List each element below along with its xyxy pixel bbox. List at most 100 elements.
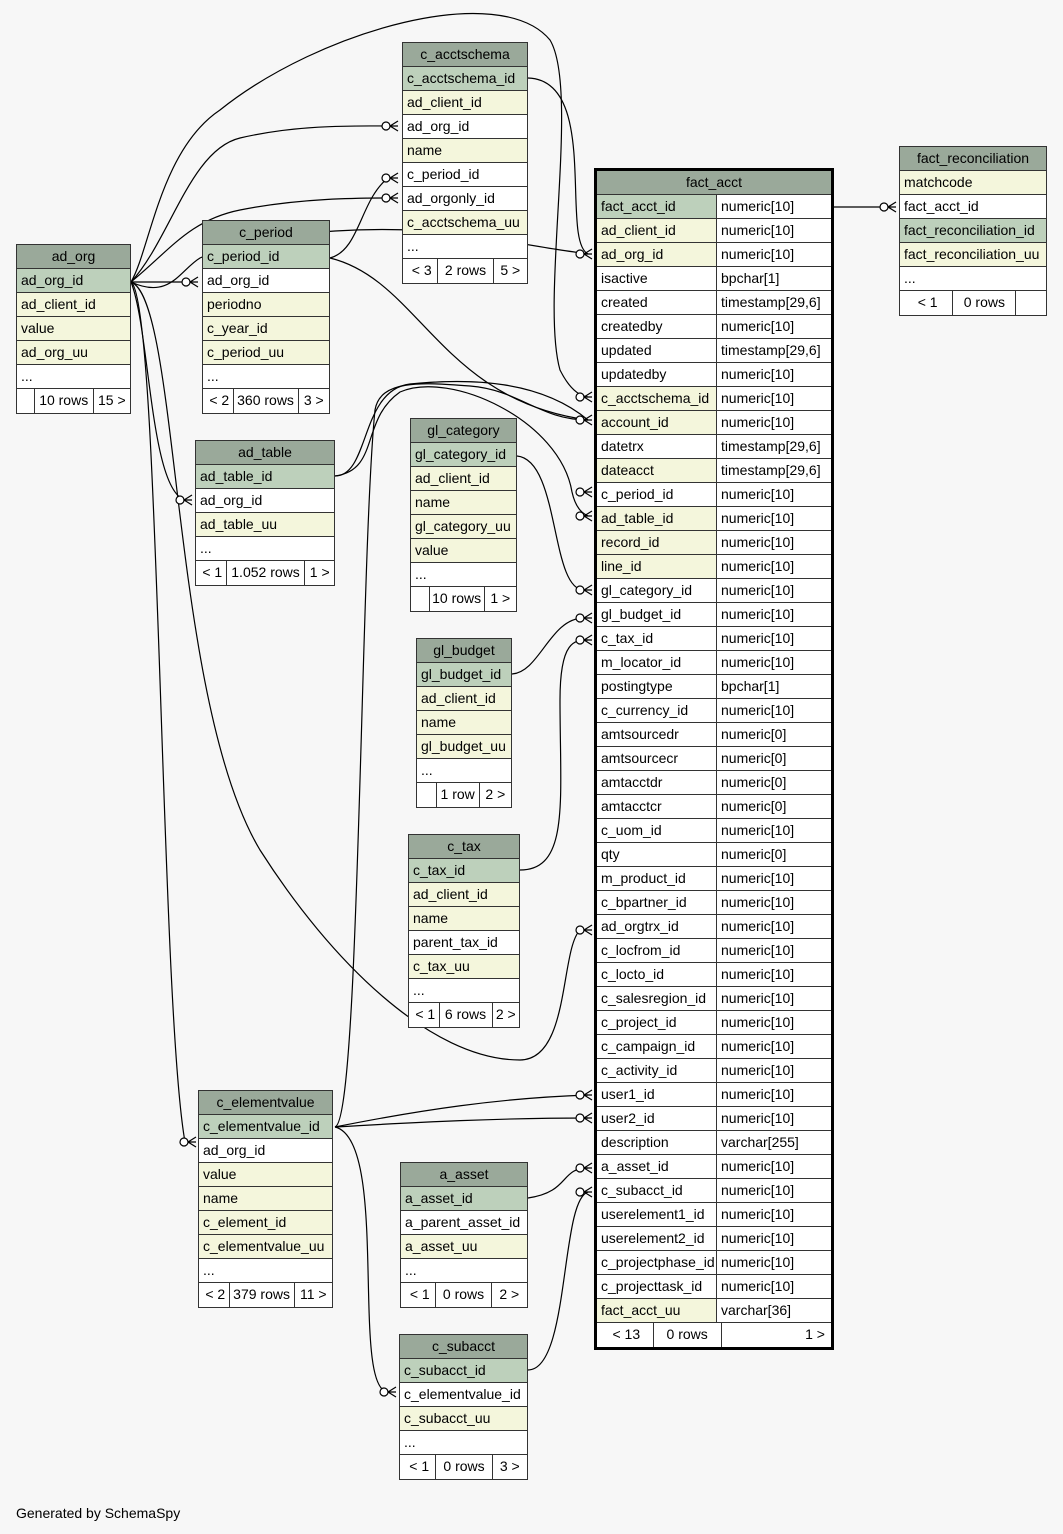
column-row[interactable]: gl_category_id: [411, 443, 516, 467]
column-row[interactable]: ...: [411, 563, 516, 587]
column-row[interactable]: c_elementvalue_id: [400, 1383, 527, 1407]
nav-next-link[interactable]: [1015, 291, 1046, 315]
nav-prev-link[interactable]: [417, 783, 436, 807]
nav-next-link[interactable]: 3 >: [491, 1455, 527, 1479]
column-row[interactable]: matchcode: [900, 171, 1046, 195]
column-row[interactable]: ad_org_id: [203, 269, 329, 293]
nav-prev-link[interactable]: [17, 389, 34, 413]
column-row[interactable]: ...: [17, 365, 130, 389]
nav-prev-link[interactable]: [411, 587, 429, 611]
column-row[interactable]: parent_tax_id: [409, 931, 519, 955]
column-row[interactable]: ...: [196, 537, 334, 561]
nav-next-link[interactable]: 1 >: [304, 561, 334, 585]
column-row[interactable]: ad_table_id: [196, 465, 334, 489]
table-header[interactable]: a_asset: [401, 1163, 527, 1187]
column-row[interactable]: gl_budget_id: [417, 663, 511, 687]
column-row[interactable]: name: [199, 1187, 332, 1211]
nav-prev-link[interactable]: < 3: [411, 262, 432, 278]
column-row[interactable]: ad_org_id: [403, 115, 527, 139]
column-row[interactable]: c_acctschema_uu: [403, 211, 527, 235]
column-row[interactable]: ad_org_id: [17, 269, 130, 293]
column-row[interactable]: a_parent_asset_id: [401, 1211, 527, 1235]
column-row[interactable]: gl_budget_uu: [417, 735, 511, 759]
table-header[interactable]: ad_table: [196, 441, 334, 465]
nav-prev-link[interactable]: < 1: [202, 564, 223, 580]
nav-next-link[interactable]: 11 >: [293, 1283, 332, 1307]
column-row[interactable]: ad_org_uu: [17, 341, 130, 365]
column-row[interactable]: name: [409, 907, 519, 931]
column-row[interactable]: fact_reconciliation_id: [900, 219, 1046, 243]
column-row[interactable]: ...: [409, 979, 519, 1003]
column-row[interactable]: name: [403, 139, 527, 163]
column-row[interactable]: ad_client_id: [409, 883, 519, 907]
column-row[interactable]: c_period_id: [403, 163, 527, 187]
column-row[interactable]: value: [411, 539, 516, 563]
nav-next-link[interactable]: 15 >: [92, 389, 130, 413]
nav-next-link[interactable]: 2 >: [491, 1003, 519, 1027]
column-row[interactable]: c_period_uu: [203, 341, 329, 365]
column-row[interactable]: ad_orgonly_id: [403, 187, 527, 211]
nav-next-link[interactable]: 3 >: [297, 389, 330, 413]
column-row[interactable]: ad_org_id: [199, 1139, 332, 1163]
column-row[interactable]: gl_category_uu: [411, 515, 516, 539]
column-row[interactable]: ad_client_id: [417, 687, 511, 711]
table-header[interactable]: gl_budget: [417, 639, 511, 663]
column-row[interactable]: ad_org_id: [196, 489, 334, 513]
column-row[interactable]: ...: [900, 267, 1046, 291]
column-row[interactable]: ...: [203, 365, 329, 389]
nav-prev-link[interactable]: < 1: [409, 1458, 430, 1474]
table-header[interactable]: c_period: [203, 221, 329, 245]
nav-prev-link[interactable]: < 13: [612, 1326, 641, 1342]
nav-prev-link[interactable]: < 1: [917, 294, 938, 310]
column-row[interactable]: a_asset_id: [401, 1187, 527, 1211]
column-row[interactable]: ...: [401, 1259, 527, 1283]
column-row[interactable]: c_tax_id: [409, 859, 519, 883]
nav-next-link[interactable]: 2 >: [490, 1283, 527, 1307]
nav-next-link[interactable]: 1 >: [720, 1323, 831, 1347]
nav-next-link[interactable]: 2 >: [478, 783, 511, 807]
table-header[interactable]: fact_acct: [597, 171, 831, 195]
column-row[interactable]: ...: [199, 1259, 332, 1283]
column-row[interactable]: c_year_id: [203, 317, 329, 341]
table-header[interactable]: c_elementvalue: [199, 1091, 332, 1115]
column-row[interactable]: ...: [417, 759, 511, 783]
column-row[interactable]: value: [17, 317, 130, 341]
nav-prev-link[interactable]: < 1: [415, 1006, 436, 1022]
column-row[interactable]: ad_client_id: [411, 467, 516, 491]
